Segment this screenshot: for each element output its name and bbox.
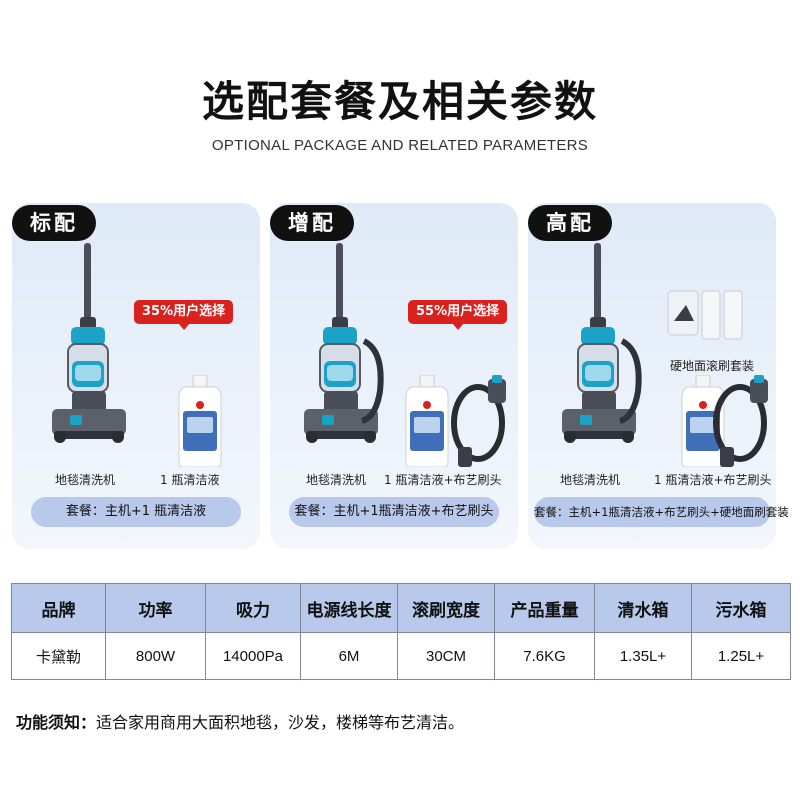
spec-header-row: 品牌 功率 吸力 电源线长度 滚刷宽度 产品重量 清水箱 污水箱 [11, 583, 791, 633]
item-label-cleaner: 地毯清洗机 [55, 473, 116, 487]
package-card-premium[interactable]: 高配 硬地面滚刷套装 地毯清洗机 1 瓶清洁液+布艺刷头 套餐：主机+1瓶清 [528, 203, 789, 549]
user-share-badge: 55%用户选择 [408, 300, 508, 330]
hard-floor-brush-kit-image [667, 290, 743, 340]
usage-note: 功能须知：适合家用商用大面积地毯，沙发，楼梯等布艺清洁。 [16, 709, 464, 733]
spec-header-dirty-tank: 污水箱 [691, 583, 791, 633]
spec-header-power: 功率 [105, 583, 206, 633]
fabric-brush-hose-image [451, 375, 506, 467]
package-label: 标配 [12, 205, 96, 241]
page-title: 选配套餐及相关参数 [201, 77, 598, 126]
package-card-standard[interactable]: 标配 35%用户选择 地毯清洗机 1 瓶清洁液 套餐：主机+1 瓶清洁液 [12, 203, 260, 549]
spec-header-suction: 吸力 [205, 583, 301, 633]
page-subtitle: OPTIONAL PACKAGE AND RELATED PARAMETERS [211, 137, 589, 154]
package-summary: 套餐：主机+1 瓶清洁液 [31, 497, 241, 527]
package-summary: 套餐：主机+1瓶清洁液+布艺刷头 [289, 497, 499, 527]
spec-table: 品牌 功率 吸力 电源线长度 滚刷宽度 产品重量 清水箱 污水箱 卡黛勒 800… [11, 583, 791, 680]
carpet-cleaner-image [52, 243, 126, 443]
item-label-solution: 1 瓶清洁液 [160, 473, 220, 487]
spec-header-cord-length: 电源线长度 [300, 583, 398, 633]
spec-header-clean-tank: 清水箱 [594, 583, 692, 633]
cleaning-solution-bottle-image [178, 375, 222, 467]
user-share-badge: 35%用户选择 [134, 300, 234, 330]
spec-header-weight: 产品重量 [494, 583, 595, 633]
spec-value-brand: 卡黛勒 [11, 632, 106, 680]
package-label: 高配 [528, 205, 612, 241]
spec-value-suction: 14000Pa [205, 632, 301, 680]
fabric-brush-hose-image [713, 375, 768, 467]
cleaning-solution-bottle-image [681, 375, 725, 467]
item-label-cleaner: 地毯清洗机 [560, 473, 621, 487]
item-label-cleaner: 地毯清洗机 [306, 473, 367, 487]
spec-value-dirty-tank: 1.25L+ [691, 632, 791, 680]
usage-note-label: 功能须知： [16, 713, 97, 732]
carpet-cleaner-image [304, 243, 384, 443]
spec-value-clean-tank: 1.35L+ [594, 632, 692, 680]
package-card-enhanced[interactable]: 增配 55%用户选择 地毯清洗机 1 瓶清洁液+布艺刷头 套餐：主机+1瓶清洁液… [270, 203, 518, 549]
item-label-solution-brush: 1 瓶清洁液+布艺刷头 [654, 473, 772, 487]
usage-note-text: 适合家用商用大面积地毯，沙发，楼梯等布艺清洁。 [96, 713, 465, 732]
carpet-cleaner-image [562, 243, 642, 443]
cleaning-solution-bottle-image [405, 375, 449, 467]
package-label: 增配 [270, 205, 354, 241]
spec-value-power: 800W [105, 632, 206, 680]
spec-value-weight: 7.6KG [494, 632, 595, 680]
accessory-label: 硬地面滚刷套装 [670, 359, 755, 373]
spec-value-cord-length: 6M [300, 632, 398, 680]
spec-header-brand: 品牌 [11, 583, 106, 633]
spec-value-brush-width: 30CM [397, 632, 495, 680]
spec-header-brush-width: 滚刷宽度 [397, 583, 495, 633]
package-summary: 套餐：主机+1瓶清洁液+布艺刷头+硬地面刷套装 [534, 497, 789, 527]
spec-value-row: 卡黛勒 800W 14000Pa 6M 30CM 7.6KG 1.35L+ 1.… [11, 632, 791, 680]
item-label-solution-brush: 1 瓶清洁液+布艺刷头 [384, 473, 502, 487]
